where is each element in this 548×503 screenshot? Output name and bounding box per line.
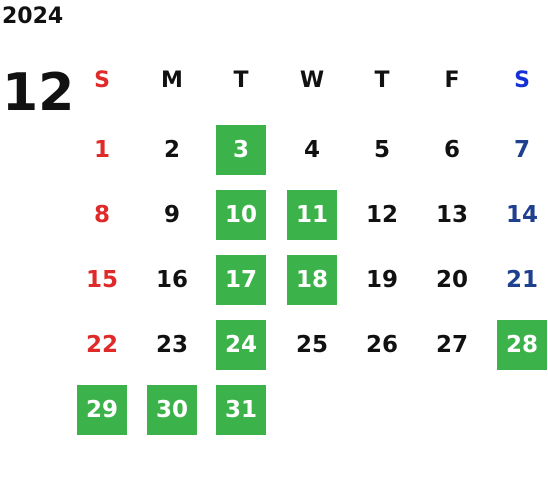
calendar-day-24[interactable]: 24	[216, 320, 266, 370]
calendar-day-29[interactable]: 29	[77, 385, 127, 435]
calendar-day-5[interactable]: 5	[373, 137, 390, 163]
calendar-day-6[interactable]: 6	[443, 137, 460, 163]
weekday-header-fri: F	[444, 67, 460, 93]
calendar-day-7[interactable]: 7	[513, 137, 530, 163]
calendar-day-30[interactable]: 30	[147, 385, 197, 435]
calendar-day-10[interactable]: 10	[216, 190, 266, 240]
calendar-day-21[interactable]: 21	[505, 267, 538, 293]
calendar-day-20[interactable]: 20	[435, 267, 468, 293]
weekday-header-thu: T	[374, 67, 390, 93]
calendar-day-22[interactable]: 22	[85, 332, 118, 358]
month-label: 12	[2, 63, 75, 123]
calendar-day-17[interactable]: 17	[216, 255, 266, 305]
calendar-day-1[interactable]: 1	[93, 137, 110, 163]
weekday-header-wed: W	[299, 67, 325, 93]
calendar-day-25[interactable]: 25	[295, 332, 328, 358]
calendar-day-28[interactable]: 28	[497, 320, 547, 370]
year-label: 2024	[2, 4, 64, 29]
calendar-day-3[interactable]: 3	[216, 125, 266, 175]
calendar-day-26[interactable]: 26	[365, 332, 398, 358]
calendar-day-23[interactable]: 23	[155, 332, 188, 358]
weekday-header-tue: T	[233, 67, 249, 93]
calendar-day-18[interactable]: 18	[287, 255, 337, 305]
calendar-day-27[interactable]: 27	[435, 332, 468, 358]
calendar-day-9[interactable]: 9	[163, 202, 180, 228]
calendar-day-31[interactable]: 31	[216, 385, 266, 435]
calendar-day-12[interactable]: 12	[365, 202, 398, 228]
calendar-day-4[interactable]: 4	[303, 137, 320, 163]
calendar-day-19[interactable]: 19	[365, 267, 398, 293]
calendar-day-11[interactable]: 11	[287, 190, 337, 240]
calendar-day-8[interactable]: 8	[93, 202, 110, 228]
calendar-day-14[interactable]: 14	[505, 202, 538, 228]
calendar-day-2[interactable]: 2	[163, 137, 180, 163]
weekday-header-mon: M	[161, 67, 183, 93]
weekday-header-sun: S	[94, 67, 110, 93]
weekday-header-sat: S	[514, 67, 530, 93]
calendar-day-13[interactable]: 13	[435, 202, 468, 228]
calendar-day-16[interactable]: 16	[155, 267, 188, 293]
calendar-day-15[interactable]: 15	[85, 267, 118, 293]
